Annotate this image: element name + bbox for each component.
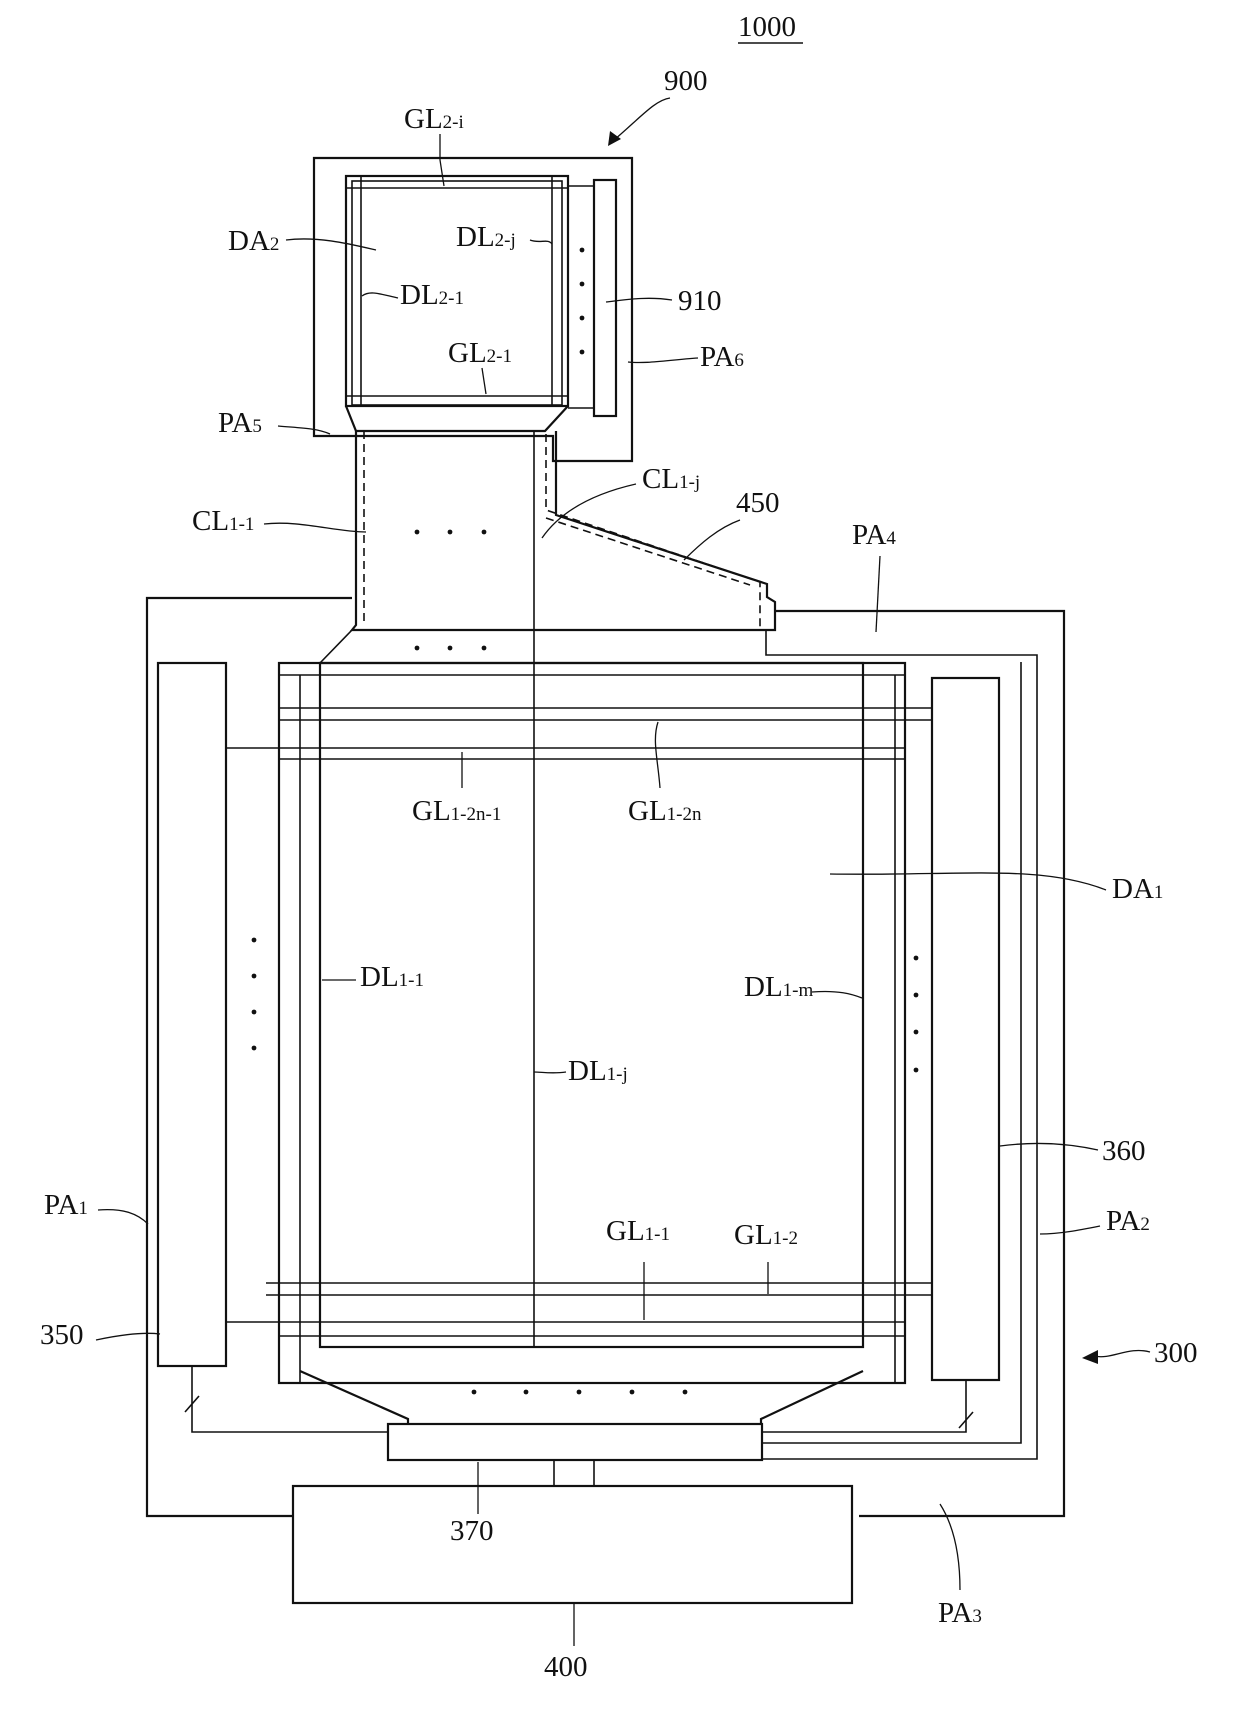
label-gl1-2n: GL1-2n [628, 795, 702, 827]
ref-300-label: 300 [1154, 1337, 1198, 1369]
connection-part [346, 406, 775, 650]
neck-dots [415, 530, 487, 651]
ref-400-label: 400 [544, 1651, 588, 1683]
fanout-bottom [300, 1371, 863, 1424]
ref-900-label: 900 [664, 65, 708, 97]
signal-line-right [762, 1380, 966, 1432]
label-gl1-2: GL1-2 [734, 1219, 798, 1251]
circuit-board-400 [293, 1486, 852, 1603]
leader-gl1-2n [655, 722, 660, 788]
leader-360 [1000, 1143, 1098, 1150]
label-da1: DA1 [1112, 873, 1163, 905]
label-pa5: PA5 [218, 407, 262, 439]
leader-dl1-m [812, 991, 862, 998]
leader-gl2-i [440, 134, 444, 186]
label-gl2-i: GL2-i [404, 103, 464, 135]
ref-350-label: 350 [40, 1319, 84, 1351]
label-dl2-j: DL2-j [456, 221, 516, 253]
label-dl2-1: DL2-1 [400, 279, 464, 311]
signal-line-left [192, 1366, 388, 1432]
leader-lines [96, 134, 1150, 1646]
leader-pa4 [876, 556, 880, 632]
ref-900-arrowhead [608, 131, 621, 146]
ref-370-label: 370 [450, 1515, 494, 1547]
gate-driver-360 [932, 678, 999, 1380]
label-dl1-j: DL1-j [568, 1055, 628, 1087]
leader-pa5 [278, 426, 330, 434]
label-dl1-1: DL1-1 [360, 961, 424, 993]
figure-number: 1000 [738, 11, 796, 43]
ref-300-arrowhead [1082, 1350, 1098, 1364]
label-dl1-m: DL1-m [744, 971, 813, 1003]
ref-900-arrow [614, 98, 670, 140]
leader-300 [1094, 1350, 1150, 1356]
neck-upper-taper [346, 406, 568, 431]
leader-dl2-j [530, 240, 552, 244]
fanout-top [320, 630, 352, 663]
leader-pa1 [98, 1210, 148, 1224]
second-display-panel [314, 98, 670, 461]
label-gl2-1: GL2-1 [448, 337, 512, 369]
label-cl1-j: CL1-j [642, 463, 700, 495]
label-pa1: PA1 [44, 1189, 88, 1221]
label-cl1-1: CL1-1 [192, 505, 254, 537]
leader-cl1-1 [264, 523, 366, 532]
gate-driver-910 [594, 180, 616, 416]
leader-pa2 [1040, 1226, 1100, 1234]
leader-350 [96, 1333, 160, 1340]
fanout-bottom-dots [472, 1390, 688, 1395]
ref-450-label: 450 [736, 487, 780, 519]
gate-driver-360-dots [914, 956, 919, 1073]
panel-300-inner-route [762, 631, 1037, 1459]
label-pa2: PA2 [1106, 1205, 1150, 1237]
data-driver-370 [388, 1424, 762, 1460]
ref-360-label: 360 [1102, 1135, 1146, 1167]
ref-910-label: 910 [678, 285, 722, 317]
leader-gl2-1 [482, 368, 486, 394]
first-display-panel [147, 431, 1064, 1516]
connection-line-450 [546, 518, 750, 585]
leader-dl2-1 [362, 293, 398, 298]
gate-driver-910-dots [580, 248, 585, 355]
label-da2: DA2 [228, 225, 279, 257]
label-pa4: PA4 [852, 519, 896, 551]
gate-driver-350 [158, 663, 226, 1366]
gate-driver-350-dots [252, 938, 257, 1051]
leader-450 [684, 520, 740, 560]
label-pa3: PA3 [938, 1597, 982, 1629]
label-gl1-2n-1: GL1-2n-1 [412, 795, 501, 827]
display-area-da1-frame [279, 663, 905, 1383]
panel-300-inner-route-2 [762, 662, 1021, 1443]
label-gl1-1: GL1-1 [606, 1215, 670, 1247]
leader-da2 [286, 239, 376, 250]
leader-pa6 [628, 358, 698, 363]
label-pa6: PA6 [700, 341, 744, 373]
leader-dl1-j [534, 1072, 566, 1073]
